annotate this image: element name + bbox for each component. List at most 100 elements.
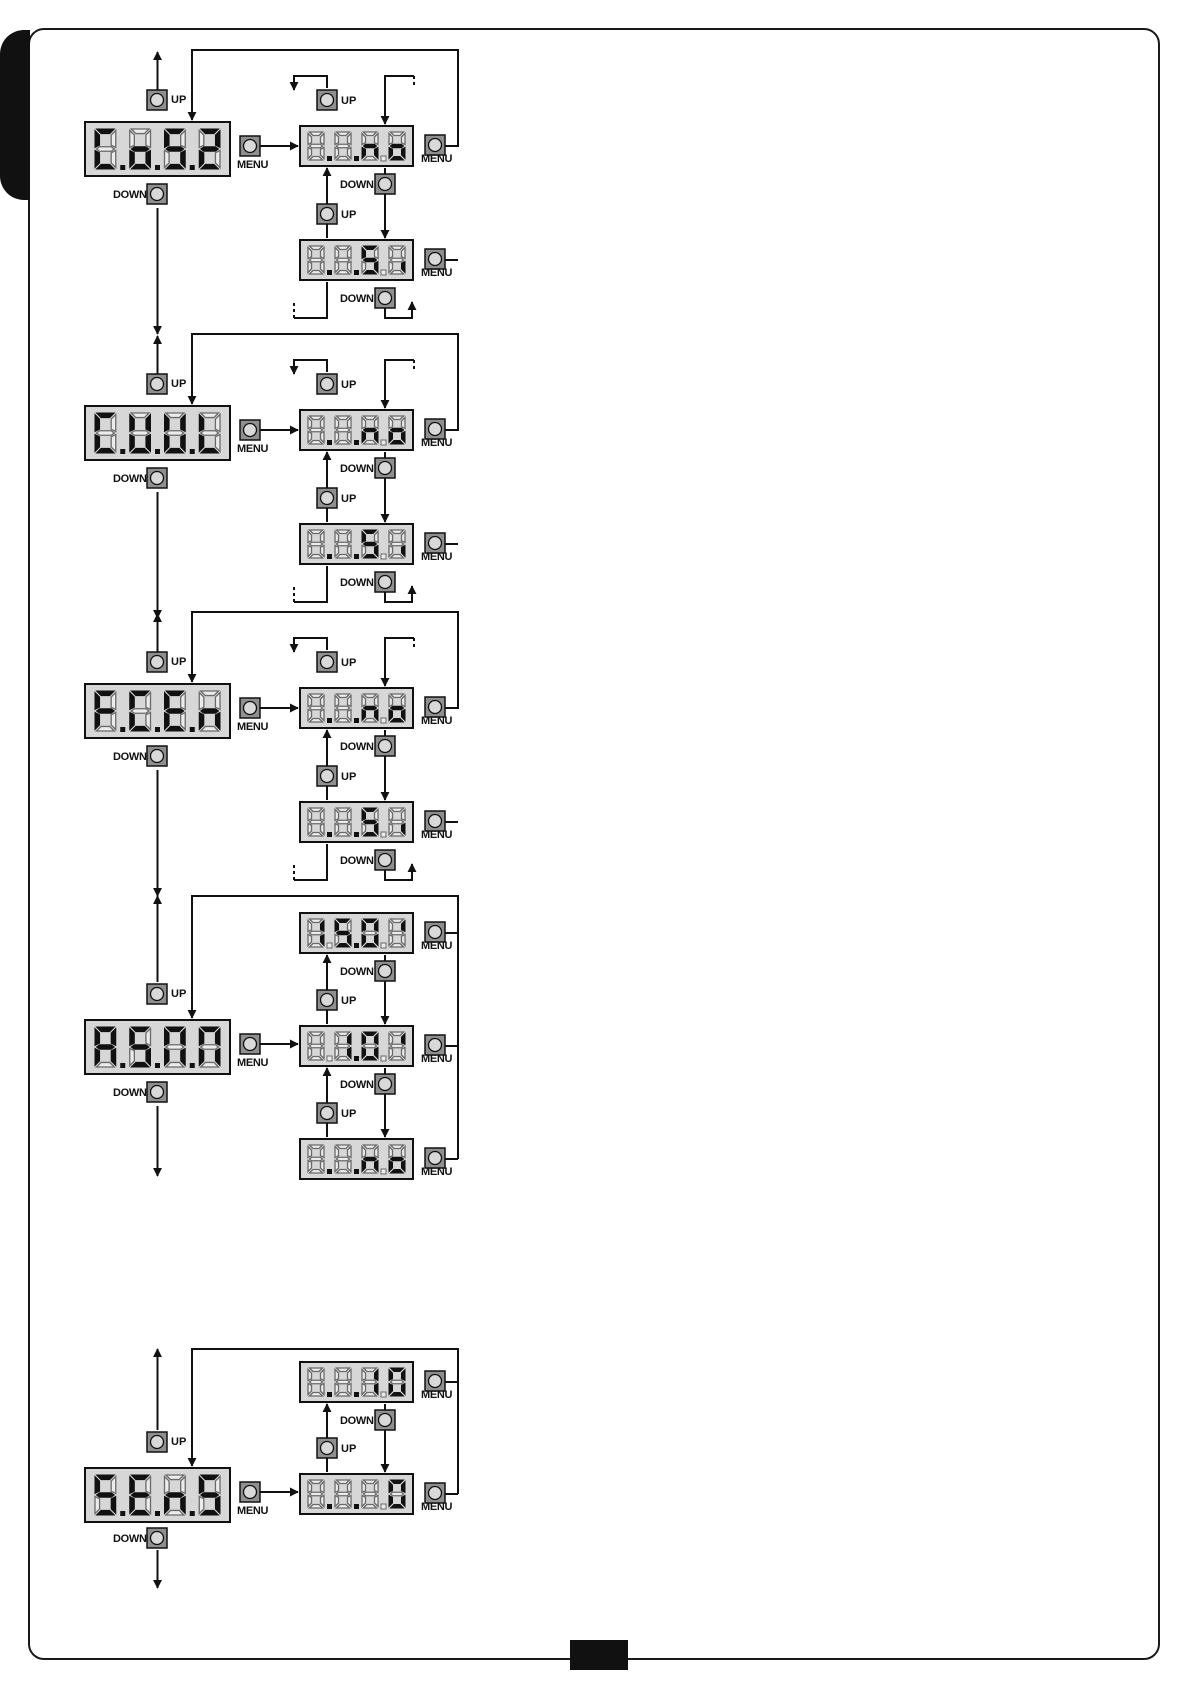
menu-label: MENU bbox=[421, 437, 453, 449]
menu-label: MENU bbox=[237, 1505, 269, 1517]
segment bbox=[166, 1493, 184, 1498]
menu-button[interactable] bbox=[240, 698, 260, 718]
menu-button[interactable] bbox=[425, 1148, 445, 1168]
up-button-knob bbox=[321, 770, 334, 783]
up-button[interactable] bbox=[147, 652, 167, 672]
decimal-point bbox=[381, 270, 386, 275]
option-display-no: no bbox=[300, 688, 413, 728]
down-button[interactable] bbox=[375, 736, 395, 756]
segment bbox=[201, 1493, 219, 1498]
menu-button-knob bbox=[244, 702, 257, 715]
up-label: UP bbox=[341, 657, 356, 669]
down-button[interactable] bbox=[375, 1410, 395, 1430]
decimal-point bbox=[327, 554, 332, 559]
decimal-point bbox=[120, 1063, 125, 1068]
decimal-point bbox=[381, 832, 386, 837]
up-button[interactable] bbox=[147, 984, 167, 1004]
menu-button[interactable] bbox=[240, 1482, 260, 1502]
down-button[interactable] bbox=[147, 184, 167, 204]
down-button[interactable] bbox=[375, 1074, 395, 1094]
menu-button[interactable] bbox=[425, 1035, 445, 1055]
down-button[interactable] bbox=[375, 174, 395, 194]
up-button[interactable] bbox=[317, 204, 337, 224]
decimal-point bbox=[327, 440, 332, 445]
decimal-point bbox=[327, 1056, 332, 1061]
down-button-knob bbox=[379, 576, 392, 589]
decimal-point bbox=[120, 165, 125, 170]
menu-button[interactable] bbox=[240, 420, 260, 440]
up-button[interactable] bbox=[317, 1103, 337, 1123]
decimal-point bbox=[155, 165, 160, 170]
segment bbox=[337, 1044, 350, 1048]
down-button[interactable] bbox=[375, 288, 395, 308]
segment bbox=[364, 144, 377, 148]
wrap-up-stub bbox=[294, 360, 327, 374]
segment bbox=[391, 1492, 404, 1496]
down-button[interactable] bbox=[375, 961, 395, 981]
segment bbox=[364, 931, 377, 935]
up-label: UP bbox=[341, 995, 356, 1007]
menu-button[interactable] bbox=[425, 1371, 445, 1391]
menu-button[interactable] bbox=[425, 135, 445, 155]
down-button-knob bbox=[379, 1414, 392, 1427]
up-button-knob bbox=[321, 994, 334, 1007]
segment bbox=[364, 1492, 377, 1496]
menu-label: MENU bbox=[421, 1389, 453, 1401]
down-label: DOWN bbox=[113, 189, 147, 201]
up-label: UP bbox=[341, 493, 356, 505]
down-button[interactable] bbox=[375, 850, 395, 870]
down-button[interactable] bbox=[147, 746, 167, 766]
up-label: UP bbox=[341, 209, 356, 221]
menu-button[interactable] bbox=[240, 136, 260, 156]
down-button[interactable] bbox=[147, 1528, 167, 1548]
segment bbox=[364, 428, 377, 432]
down-button[interactable] bbox=[147, 1082, 167, 1102]
segment bbox=[201, 1045, 219, 1050]
segment bbox=[97, 1493, 115, 1498]
segment bbox=[166, 147, 184, 152]
up-button[interactable] bbox=[147, 90, 167, 110]
segment bbox=[310, 258, 323, 262]
up-button-knob bbox=[321, 492, 334, 505]
decimal-point bbox=[381, 1169, 386, 1174]
decimal-point bbox=[120, 727, 125, 732]
menu-button[interactable] bbox=[425, 697, 445, 717]
up-button[interactable] bbox=[317, 766, 337, 786]
menu-button[interactable] bbox=[240, 1034, 260, 1054]
segment bbox=[364, 1157, 377, 1161]
decimal-point bbox=[381, 718, 386, 723]
up-button-knob bbox=[151, 378, 164, 391]
up-button[interactable] bbox=[317, 990, 337, 1010]
up-button[interactable] bbox=[317, 652, 337, 672]
up-label: UP bbox=[171, 378, 186, 390]
menu-button[interactable] bbox=[425, 1483, 445, 1503]
up-button[interactable] bbox=[317, 488, 337, 508]
up-button[interactable] bbox=[317, 90, 337, 110]
up-button-knob bbox=[321, 378, 334, 391]
up-button[interactable] bbox=[147, 1432, 167, 1452]
menu-button[interactable] bbox=[425, 922, 445, 942]
down-button[interactable] bbox=[375, 572, 395, 592]
down-label: DOWN bbox=[113, 1533, 147, 1545]
decimal-point bbox=[327, 1504, 332, 1509]
menu-button[interactable] bbox=[425, 811, 445, 831]
decimal-point bbox=[190, 727, 195, 732]
option-display-1.0': 1.0' bbox=[300, 1026, 413, 1066]
segment bbox=[131, 709, 149, 714]
segment bbox=[391, 1157, 404, 1161]
menu-button-knob bbox=[429, 253, 442, 266]
menu-label: MENU bbox=[421, 715, 453, 727]
up-button[interactable] bbox=[147, 374, 167, 394]
menu-button[interactable] bbox=[425, 419, 445, 439]
up-button[interactable] bbox=[317, 1438, 337, 1458]
up-button-knob bbox=[151, 988, 164, 1001]
menu-button[interactable] bbox=[425, 249, 445, 269]
down-button[interactable] bbox=[147, 468, 167, 488]
decimal-point bbox=[354, 156, 359, 161]
down-button[interactable] bbox=[375, 458, 395, 478]
menu-button[interactable] bbox=[425, 533, 445, 553]
up-button[interactable] bbox=[317, 374, 337, 394]
decimal-point bbox=[327, 156, 332, 161]
up-label: UP bbox=[171, 988, 186, 1000]
menu-button-knob bbox=[244, 424, 257, 437]
